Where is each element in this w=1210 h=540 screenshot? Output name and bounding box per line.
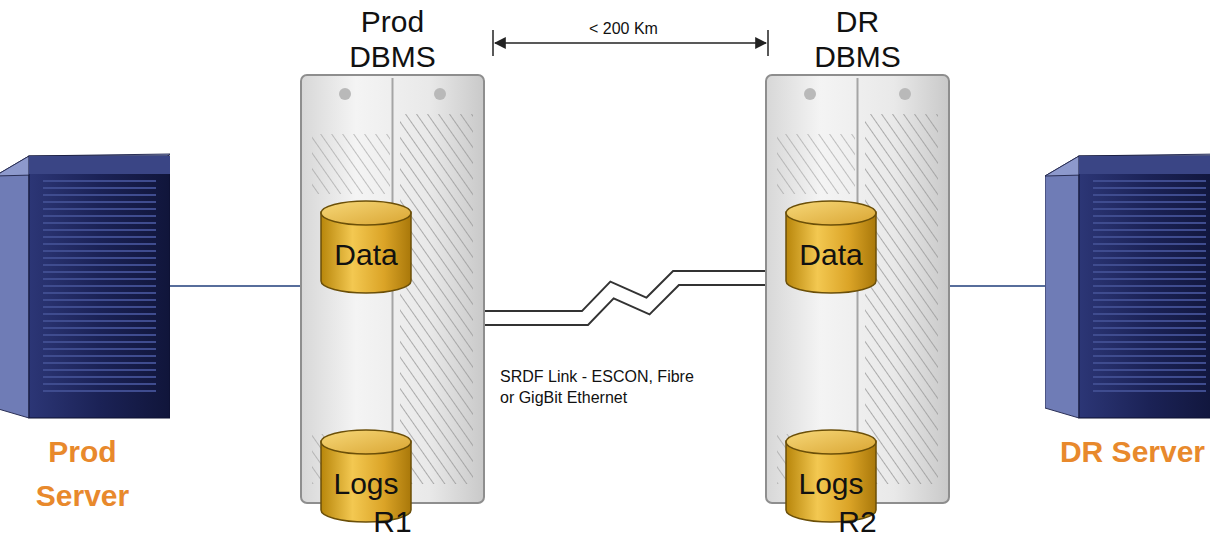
array-label: Prod DBMS (333, 4, 453, 74)
server-connection (170, 286, 300, 287)
array-label: DR DBMS (798, 4, 918, 74)
server-label: DR Server (1058, 430, 1208, 474)
volume-label: Logs (798, 451, 863, 501)
dimension-tick (492, 30, 494, 56)
server-node: Prod Server (0, 150, 170, 518)
array-label: R2 (798, 504, 918, 539)
distance-dimension (0, 0, 1210, 80)
server-tower (0, 150, 170, 422)
database-volume: Data (320, 200, 412, 294)
volume-label: Data (334, 222, 397, 272)
distance-label: < 200 Km (585, 20, 662, 38)
volume-label: Logs (333, 451, 398, 501)
volume-label: Data (799, 222, 862, 272)
dimension-tick (767, 30, 769, 56)
server-tower (1045, 150, 1210, 422)
server-label: Prod Server (8, 430, 158, 518)
dimension-line (495, 42, 766, 44)
database-volume: Data (785, 200, 877, 294)
storage-array: DataLogs Prod DBMS R1 (300, 4, 485, 539)
storage-array: DataLogs DR DBMS R2 (765, 4, 950, 539)
server-connection (950, 286, 1045, 287)
server-node: DR Server (1045, 150, 1210, 474)
srdf-link (485, 278, 765, 318)
link-label: SRDF Link - ESCON, Fibre or GigBit Ether… (500, 366, 705, 408)
array-label: R1 (333, 504, 453, 539)
